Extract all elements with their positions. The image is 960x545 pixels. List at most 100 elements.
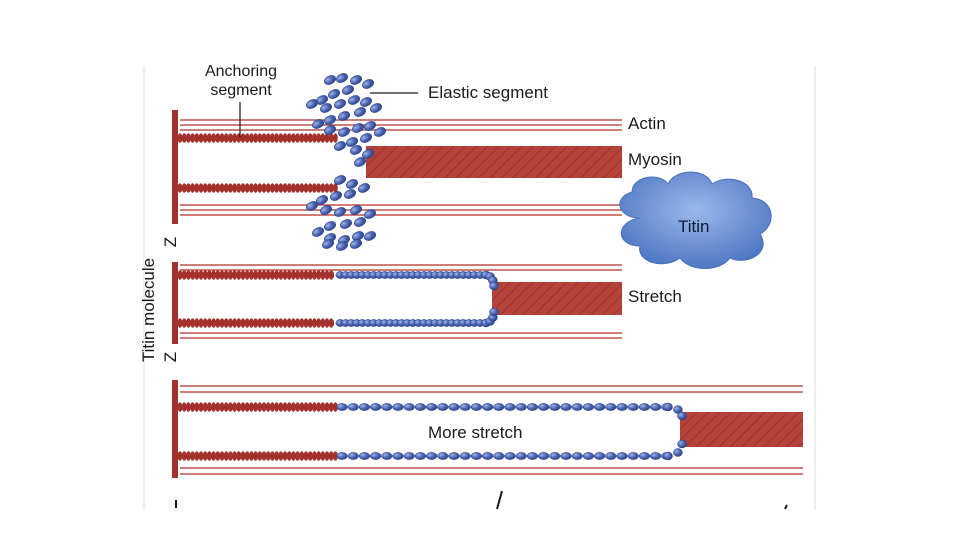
anchoring-knob (278, 318, 284, 328)
anchoring-knob (202, 402, 208, 412)
anchoring-knob (232, 402, 238, 412)
anchoring-knob (274, 133, 279, 143)
actin-lines-top-2 (180, 264, 622, 271)
anchoring-knob (211, 133, 217, 143)
titin-bead (354, 157, 366, 167)
titin-bead (358, 403, 371, 411)
anchoring-knob (270, 183, 275, 193)
titin-bead (306, 201, 318, 211)
titin-bead (504, 452, 516, 460)
myosin-filament-2 (492, 282, 622, 315)
anchoring-knob (312, 133, 317, 143)
titin-bead (515, 452, 527, 460)
panel-stretch (172, 262, 622, 344)
titin-bead (334, 141, 346, 151)
anchoring-knob (194, 270, 200, 280)
anchoring-knob (291, 318, 296, 328)
titin-bead (403, 403, 415, 411)
anchoring-knob (328, 133, 334, 143)
anchoring-knob (223, 402, 229, 412)
anchoring-knob (257, 133, 263, 143)
anchoring-knob (333, 133, 338, 143)
elastic-segment-label: Elastic segment (428, 83, 548, 102)
anchoring-knob (278, 402, 284, 412)
anchoring-knob (177, 451, 183, 461)
anchoring-knob (249, 402, 254, 412)
stretch-label: Stretch (628, 287, 682, 306)
titin-bead (459, 403, 471, 411)
titin-bead (560, 403, 572, 411)
anchoring-knob (265, 318, 271, 328)
titin-bead (312, 119, 324, 129)
titin-bead (627, 403, 639, 411)
anchoring-knob (202, 451, 208, 461)
titin-bead (364, 121, 376, 131)
z-disc-1 (172, 110, 178, 224)
anchoring-knob (270, 402, 275, 412)
titin-bead (537, 452, 550, 460)
anchoring-knob (207, 183, 212, 193)
more-stretch-label: More stretch (428, 423, 523, 442)
titin-bead (324, 115, 336, 125)
anchoring-knob (249, 133, 254, 143)
anchoring-segment-2-bottom (177, 318, 334, 328)
titin-bead (369, 403, 382, 411)
anchoring-knob (295, 183, 300, 193)
anchoring-knob (291, 183, 296, 193)
titin-bead (448, 452, 460, 460)
anchoring-knob (177, 183, 183, 193)
anchoring-knob (198, 318, 204, 328)
anchoring-knob (244, 183, 250, 193)
titin-bead (336, 73, 348, 83)
titin-bead (489, 281, 499, 291)
anchoring-knob (282, 402, 288, 412)
anchoring-knob (228, 133, 233, 143)
titin-bead (549, 403, 561, 411)
anchoring-knob (249, 183, 254, 193)
titin-bead (627, 452, 639, 460)
titin-bead (392, 403, 404, 411)
anchoring-knob (265, 133, 271, 143)
anchoring-knob (240, 183, 246, 193)
anchoring-knob (303, 183, 309, 193)
anchoring-knob (270, 318, 275, 328)
anchoring-knob (249, 270, 254, 280)
mark-2 (496, 490, 503, 510)
myosin-filament-3 (680, 412, 803, 447)
anchoring-knob (244, 402, 250, 412)
anchoring-knob (181, 318, 187, 328)
anchoring-knob (223, 270, 229, 280)
anchoring-knob (190, 318, 196, 328)
anchoring-knob (207, 402, 212, 412)
titin-bead (350, 205, 362, 215)
titin-bead (437, 403, 449, 411)
anchoring-knob (295, 270, 300, 280)
anchoring-label-line1: Anchoring (204, 63, 278, 80)
anchoring-knob (312, 402, 317, 412)
anchoring-knob (219, 318, 225, 328)
anchoring-knob (202, 183, 208, 193)
anchoring-knob (253, 402, 258, 412)
anchoring-knob (265, 183, 271, 193)
anchoring-knob (278, 270, 284, 280)
anchoring-knob (177, 133, 183, 143)
anchoring-knob (186, 402, 191, 412)
anchoring-knob (194, 402, 200, 412)
anchoring-knob (261, 402, 267, 412)
anchoring-knob (282, 318, 288, 328)
anchoring-knob (316, 318, 321, 328)
titin-bead (360, 133, 372, 143)
myosin-filament-1 (366, 146, 622, 178)
anchoring-knob (215, 133, 221, 143)
titin-bead (362, 79, 374, 89)
anchoring-knob (228, 451, 233, 461)
anchoring-knob (190, 133, 196, 143)
titin-bead (354, 217, 366, 227)
anchoring-knob (190, 402, 196, 412)
anchoring-knob (316, 183, 321, 193)
anchoring-knob (328, 183, 334, 193)
titin-bead (347, 403, 359, 411)
anchoring-knob (286, 451, 292, 461)
anchoring-knob (261, 451, 267, 461)
